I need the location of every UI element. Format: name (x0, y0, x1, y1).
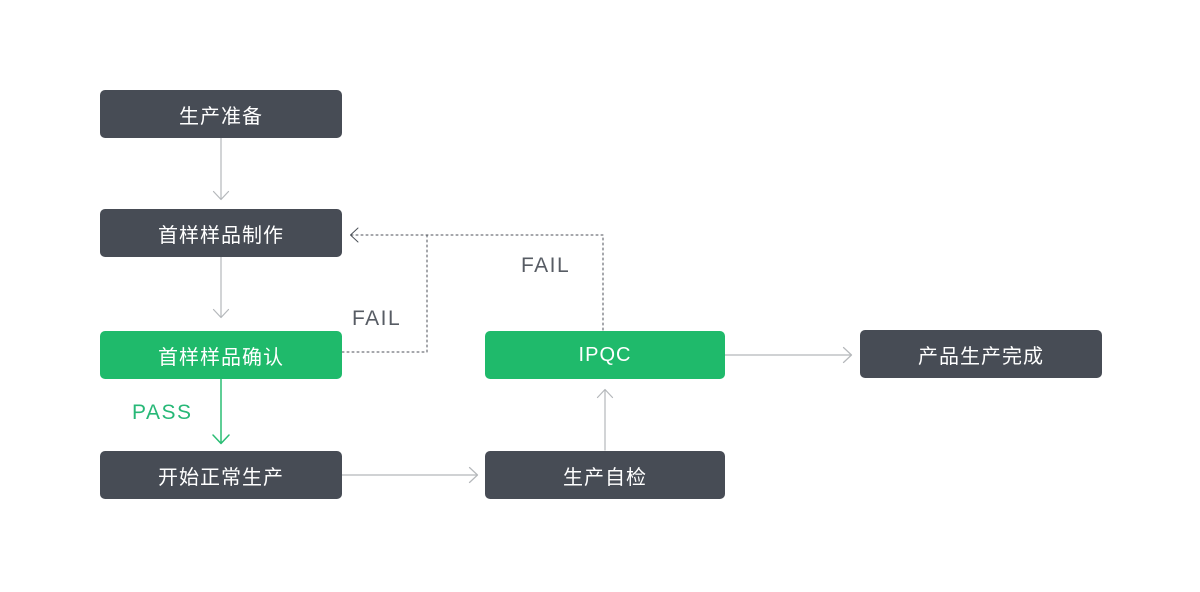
arrow-ipqc-to-complete (724, 346, 853, 364)
node-production-prep-label: 生产准备 (179, 105, 263, 128)
node-ipqc: IPQC (485, 331, 725, 379)
node-first-sample-making-label: 首样样品制作 (158, 224, 284, 247)
arrow-selfcheck-to-ipqc (596, 388, 614, 451)
node-first-sample-making: 首样样品制作 (100, 209, 342, 257)
dashed-fail-arrowhead (350, 227, 359, 243)
fail-label-from-confirm: FAIL (352, 307, 402, 330)
node-product-complete-label: 产品生产完成 (918, 345, 1044, 368)
arrow-prep-to-making (212, 137, 230, 201)
node-production-prep: 生产准备 (100, 90, 342, 138)
node-first-sample-confirm: 首样样品确认 (100, 331, 342, 379)
node-production-self-check: 生产自检 (485, 451, 725, 499)
node-ipqc-label: IPQC (578, 343, 632, 366)
node-start-normal-production-label: 开始正常生产 (158, 466, 284, 489)
node-product-complete: 产品生产完成 (860, 330, 1102, 378)
arrow-making-to-confirm (212, 256, 230, 319)
arrow-confirm-to-start-pass (212, 378, 230, 445)
node-start-normal-production: 开始正常生产 (100, 451, 342, 499)
pass-label: PASS (132, 401, 193, 424)
arrow-start-to-selfcheck (341, 466, 479, 484)
node-first-sample-confirm-label: 首样样品确认 (158, 346, 284, 369)
node-production-self-check-label: 生产自检 (563, 466, 647, 489)
dashed-fail-from-confirm (341, 234, 428, 353)
fail-label-from-ipqc: FAIL (521, 254, 571, 277)
